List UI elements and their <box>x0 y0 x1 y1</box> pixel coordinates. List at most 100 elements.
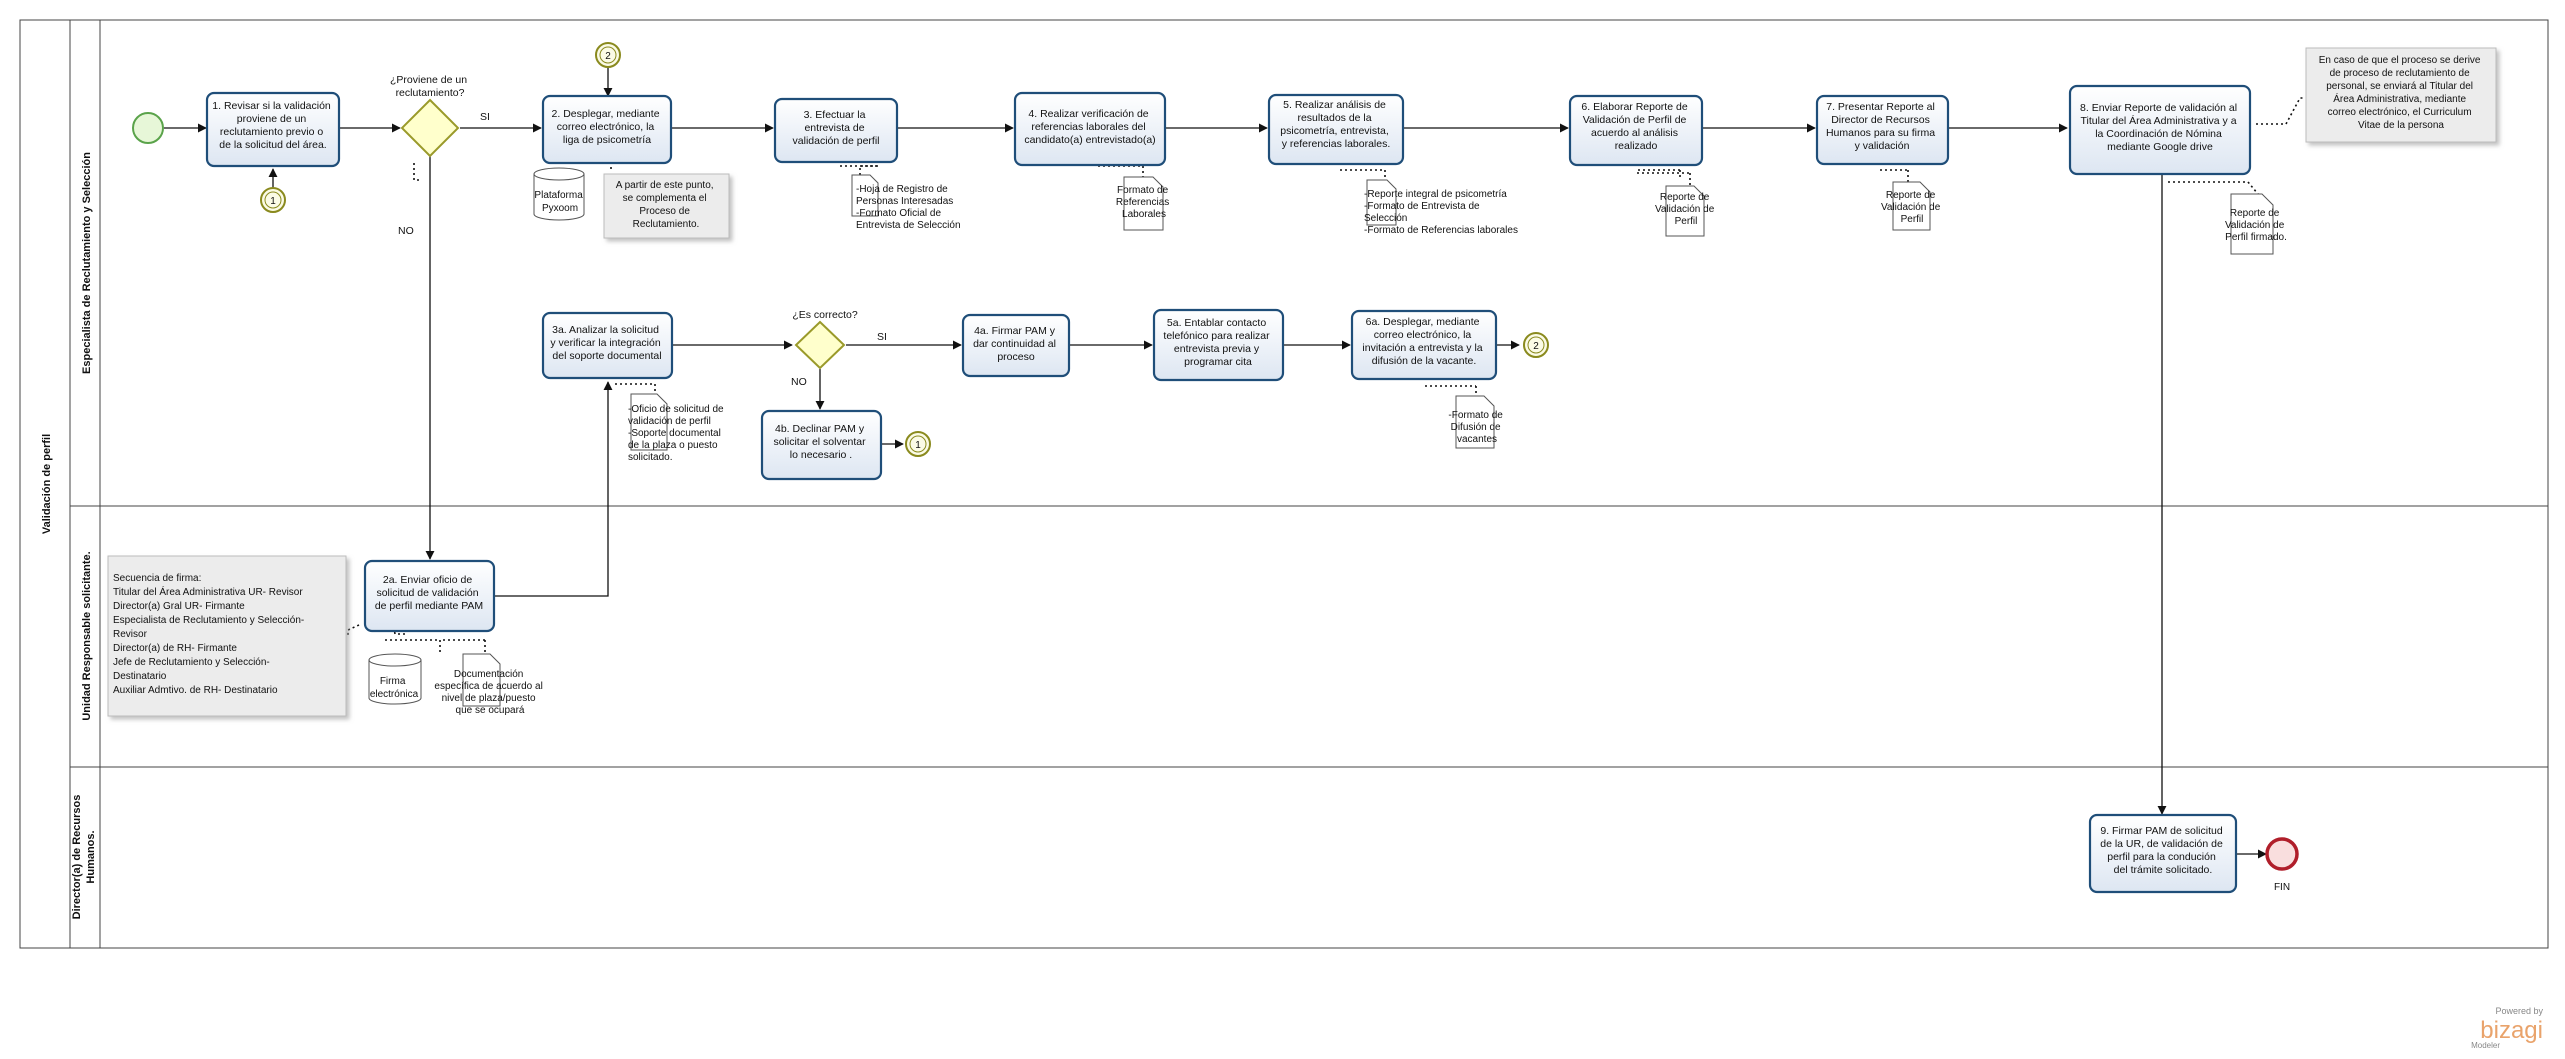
svg-text:-Oficio de solicitud de: -Oficio de solicitud de validación de pe… <box>628 404 726 463</box>
task-5a-line: entrevista previa y <box>1174 343 1260 355</box>
task-3a-line: y verificar la integración <box>550 337 660 349</box>
task-2[interactable]: 2. Desplegar, mediante correo electrónic… <box>541 94 673 165</box>
gateway-es-correcto[interactable]: ¿Es correcto? SI NO <box>791 309 887 388</box>
task-2a-line: 2a. Enviar oficio de <box>383 574 472 586</box>
lane-label-especialista: Especialista de Reclutamiento y Selecció… <box>81 152 93 374</box>
document-label: específica de acuerdo al <box>434 681 542 692</box>
annotation-line: Titular del Área Administrativa UR- Revi… <box>113 585 303 598</box>
document-3a: -Oficio de solicitud de validación de pe… <box>628 393 726 463</box>
svg-text:Reporte de Validación de: Reporte de Validación de Perfil <box>1655 192 1717 227</box>
task-5a[interactable]: 5a. Entablar contacto telefónico para re… <box>1152 308 1285 382</box>
gateway-proviene[interactable]: ¿Proviene de un reclutamiento? SI NO <box>390 74 490 237</box>
watermark-powered-by: Powered by <box>2495 1006 2543 1016</box>
task-3-line: validación de perfil <box>793 135 880 147</box>
document-label: -Hoja de Registro de <box>856 184 948 195</box>
task-5-line: y referencias laborales. <box>1282 138 1391 150</box>
task-1-line: 1. Revisar si la validación <box>212 100 331 112</box>
document-3: -Hoja de Registro de Personas Interesada… <box>851 174 961 231</box>
datastore-pyxoom: Plataforma Pyxoom <box>533 167 585 221</box>
document-label: validación de perfil <box>628 416 711 427</box>
task-4b-line: 4b. Declinar PAM y <box>775 423 865 435</box>
annotation-line: Destinatario <box>113 671 167 682</box>
task-2a[interactable]: 2a. Enviar oficio de solicitud de valida… <box>363 559 496 633</box>
task-4[interactable]: 4. Realizar verificación de referencias … <box>1013 91 1167 167</box>
document-4: Formato de Referencias Laborales <box>1116 176 1169 231</box>
task-1[interactable]: 1. Revisar si la validación proviene de … <box>205 91 341 168</box>
bizagi-watermark: Powered by bizagi Modeler <box>2471 1006 2543 1050</box>
document-label: Referencias <box>1116 197 1169 208</box>
svg-text:5a. Entablar contacto te: 5a. Entablar contacto telefónico para re… <box>1163 317 1272 368</box>
document-5: -Reporte integral de psicometría -Format… <box>1364 179 1518 236</box>
document-label: Personas Interesadas <box>856 196 953 207</box>
end-event[interactable] <box>2265 837 2299 871</box>
document-label: Reporte de <box>1886 190 1936 201</box>
task-6-line: Validación de Perfil de <box>1583 114 1687 126</box>
link-event-2-top[interactable]: 2 <box>595 42 621 68</box>
annotation-line: personal, se enviará al Titular del <box>2326 81 2473 92</box>
svg-text:6. Elaborar Reporte de V: 6. Elaborar Reporte de Validación de Per… <box>1581 101 1690 152</box>
watermark-sub: Modeler <box>2471 1041 2500 1050</box>
task-6[interactable]: 6. Elaborar Reporte de Validación de Per… <box>1568 94 1704 167</box>
task-4b-line: lo necesario . <box>790 449 852 461</box>
end-label: FIN <box>2274 882 2290 893</box>
svg-text:1. Revisar si la validación: 1. Revisar si la validación proviene de … <box>212 100 333 151</box>
annotation-secuencia-firma: Secuencia de firma: Titular del Área Adm… <box>107 555 347 717</box>
document-8: Reporte de Validación de Perfil firmado. <box>2225 193 2287 255</box>
document-label: -Reporte integral de psicometría <box>1364 189 1507 200</box>
annotation-line: Área Administrativa, mediante <box>2333 92 2466 105</box>
svg-text:¿Proviene de un reclutam: ¿Proviene de un reclutamiento? <box>390 74 470 99</box>
annotation-line: de proceso de reclutamiento de <box>2330 68 2471 79</box>
task-4a[interactable]: 4a. Firmar PAM y dar continuidad al proc… <box>961 313 1071 378</box>
task-9[interactable]: 9. Firmar PAM de solicitud de la UR, de … <box>2088 813 2238 894</box>
link-event-1-throw[interactable]: 1 <box>905 431 931 457</box>
task-3-line: 3. Efectuar la <box>804 109 866 121</box>
task-6a-line: invitación a entrevista y la <box>1362 342 1482 354</box>
annotation-line: Especialista de Reclutamiento y Selecció… <box>113 615 304 626</box>
lane-label-director: Director(a) de Recursos <box>71 795 83 920</box>
svg-text:Secuencia de firma: Titu: Secuencia de firma: Titular del Área Adm… <box>113 573 307 696</box>
datastore-label: electrónica <box>370 689 419 700</box>
gateway-yes-label: SI <box>877 331 887 343</box>
svg-text:3a. Analizar la solicitud: 3a. Analizar la solicitud y verificar la… <box>550 324 663 362</box>
task-4-line: referencias laborales del <box>1031 121 1145 133</box>
task-6a[interactable]: 6a. Desplegar, mediante correo electróni… <box>1350 309 1498 381</box>
start-event[interactable] <box>132 112 164 144</box>
svg-text:-Formato de Difusión de: -Formato de Difusión de vacantes <box>1448 410 1505 445</box>
task-4b[interactable]: 4b. Declinar PAM y solicitar el solventa… <box>760 409 883 481</box>
document-label: que se ocupará <box>456 705 525 716</box>
svg-text:4b. Declinar PAM y solic: 4b. Declinar PAM y solicitar el solventa… <box>773 423 868 461</box>
task-8[interactable]: 8. Enviar Reporte de validación al Titul… <box>2068 84 2252 176</box>
annotation-line: Director(a) Gral UR- Firmante <box>113 601 245 612</box>
task-5[interactable]: 5. Realizar análisis de resultados de la… <box>1267 93 1405 166</box>
link-event-1-bottom[interactable]: 1 <box>260 187 286 213</box>
gateway-question: ¿Proviene de un <box>390 74 467 86</box>
annotation-line: Reclutamiento. <box>633 219 700 230</box>
task-1-line: de la solicitud del área. <box>219 139 326 151</box>
datastore-label: Pyxoom <box>542 203 578 214</box>
datastore-firma: Firma electrónica <box>368 653 422 705</box>
task-2-line: 2. Desplegar, mediante <box>552 108 660 120</box>
svg-text:Plataforma Pyxoom: Plataforma Pyxoom <box>534 190 585 214</box>
task-4-line: candidato(a) entrevistado(a) <box>1024 134 1155 146</box>
task-9-line: del trámite solicitado. <box>2114 864 2213 876</box>
associations <box>347 97 2304 654</box>
annotation-line: Auxiliar Admtivo. de RH- Destinatario <box>113 685 278 696</box>
task-8-line: 8. Enviar Reporte de validación al <box>2080 102 2237 114</box>
document-label: Reporte de <box>1660 192 1710 203</box>
document-label: de la plaza o puesto <box>628 440 718 451</box>
document-7: Reporte de Validación de Perfil <box>1881 181 1941 231</box>
link-event-2-throw[interactable]: 2 <box>1523 332 1549 358</box>
document-label: nivel de plaza/puesto <box>442 693 536 704</box>
gateway-no-label: NO <box>791 376 807 388</box>
task-3a[interactable]: 3a. Analizar la solicitud y verificar la… <box>541 311 674 380</box>
document-label: Validación de <box>2225 220 2285 231</box>
task-3[interactable]: 3. Efectuar la entrevista de validación … <box>773 97 899 164</box>
svg-text:3. Efectuar la entrevist: 3. Efectuar la entrevista de validación … <box>793 109 880 147</box>
task-7[interactable]: 7. Presentar Reporte al Director de Recu… <box>1815 94 1950 166</box>
task-5a-line: telefónico para realizar <box>1163 330 1270 342</box>
annotation-line: Proceso de <box>639 206 690 217</box>
svg-text:7. Presentar Reporte al: 7. Presentar Reporte al Director de Recu… <box>1826 101 1938 152</box>
annotation-line: Revisor <box>113 629 148 640</box>
svg-text:4a. Firmar PAM y dar con: 4a. Firmar PAM y dar continuidad al proc… <box>973 325 1059 363</box>
document-label: -Oficio de solicitud de <box>628 404 724 415</box>
